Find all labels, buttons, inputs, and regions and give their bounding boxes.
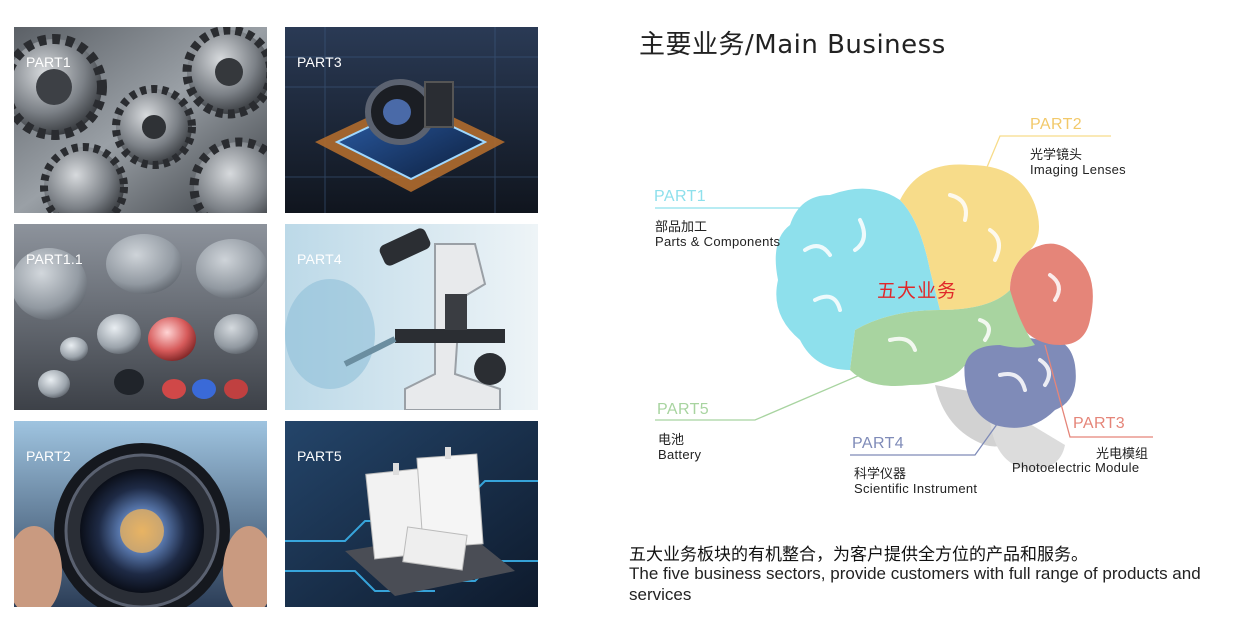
photo-microscope: PART4	[285, 224, 538, 410]
photo-lens-chip: PART3	[285, 27, 538, 213]
part2-en: Imaging Lenses	[1030, 162, 1126, 177]
tile-label: PART1.1	[26, 251, 83, 267]
tile-label: PART4	[297, 251, 342, 267]
part3-en: Photoelectric Module	[1012, 460, 1140, 475]
center-label: 五大业务	[877, 280, 958, 302]
cerebellum	[990, 418, 1065, 470]
part4-en: Scientific Instrument	[854, 481, 978, 496]
gears-image	[14, 27, 267, 213]
photo-camera-lens: PART2	[14, 421, 267, 607]
battery-image	[285, 421, 538, 607]
brain-region-part1	[775, 188, 940, 370]
optical-lenses-image	[14, 224, 267, 410]
part2-cn: 光学镜头	[1030, 148, 1083, 163]
part1-en: Parts & Components	[655, 234, 781, 249]
tile-label: PART1	[26, 54, 71, 70]
part5-en: Battery	[658, 447, 702, 462]
photo-gears: PART1	[14, 27, 267, 213]
description-en: The five business sectors, provide custo…	[629, 564, 1201, 604]
part3-cn: 光电模组	[1096, 447, 1149, 462]
brain-diagram	[655, 135, 1153, 470]
part4-cn: 科学仪器	[854, 467, 907, 482]
brain-region-part2	[900, 164, 1039, 310]
part4-label: PART4	[852, 435, 905, 452]
camera-lens-image	[14, 421, 267, 607]
part2-label: PART2	[1030, 116, 1083, 133]
photo-optical-lenses: PART1.1	[14, 224, 267, 410]
part3-label: PART3	[1073, 415, 1126, 432]
part5-label: PART5	[657, 401, 710, 418]
description-cn: 五大业务板块的有机整合，为客户提供全方位的产品和服务。	[629, 545, 1088, 565]
part1-cn: 部品加工	[655, 220, 708, 235]
tile-label: PART3	[297, 54, 342, 70]
photo-battery: PART5	[285, 421, 538, 607]
page-title: 主要业务/Main Business	[639, 30, 946, 60]
brain-region-part5	[850, 290, 1035, 386]
brain-region-part3	[1010, 243, 1093, 345]
microscope-image	[285, 224, 538, 410]
tile-label: PART2	[26, 448, 71, 464]
part1-label: PART1	[654, 188, 707, 205]
lens-chip-image	[285, 27, 538, 213]
tile-label: PART5	[297, 448, 342, 464]
part5-cn: 电池	[658, 433, 685, 448]
